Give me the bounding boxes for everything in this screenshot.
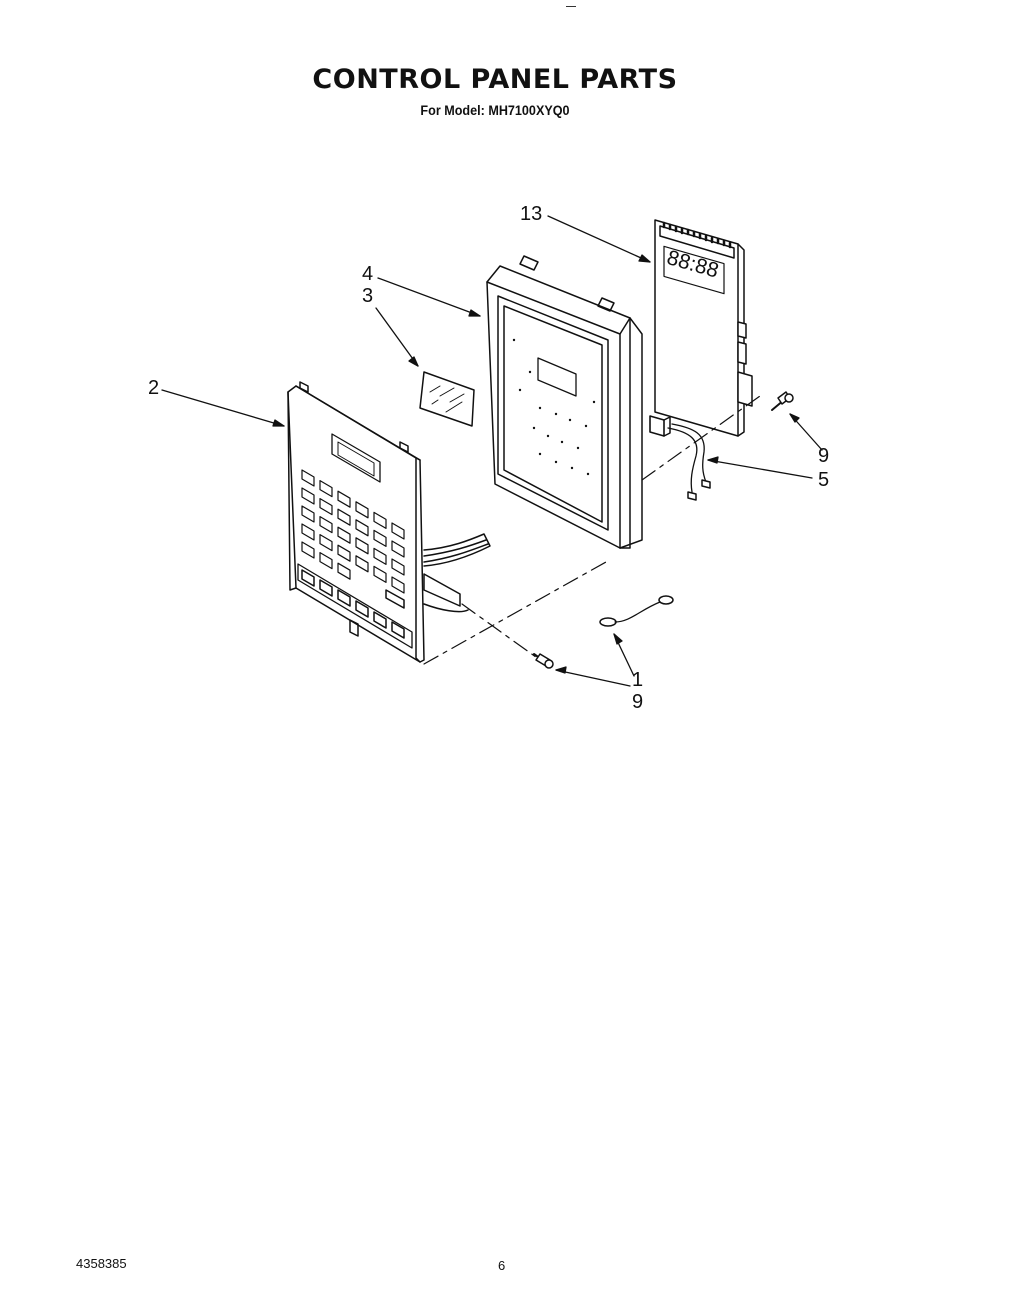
callout-1: 1 [632,669,644,691]
keypad-buttons [301,469,405,594]
page-number: 6 [498,1258,506,1273]
keypad-key [337,562,351,580]
keypad-key [301,523,315,541]
model-subtitle: For Model: MH7100XYQ0 [420,102,570,118]
callout-9-upper: 9 [818,445,830,467]
part-13-control-board: 88:88 [649,219,753,501]
keypad-key [355,555,369,573]
keypad-key [355,537,369,555]
document-code: 4358385 [76,1256,127,1271]
keypad-key [337,526,351,544]
assembly-guide-lines [423,395,761,665]
keypad-key [337,508,351,526]
part-1-ground-wire [599,595,674,627]
part-3-display-lens [419,371,475,427]
frame-holes [512,338,596,476]
keypad-key [355,501,369,519]
keypad-key [373,547,387,565]
keypad-key [373,529,387,547]
keypad-key [319,480,333,498]
keypad-key [301,487,315,505]
part-9-screw-lower [533,653,554,669]
keypad-key [373,511,387,529]
keypad-key [301,505,315,523]
part-4-panel-frame [486,255,643,549]
keypad-key [319,534,333,552]
callout-5: 5 [818,469,830,491]
callout-13: 13 [520,203,543,225]
leader-lines [161,215,823,687]
page-top-mark [566,0,576,7]
keypad-key [319,498,333,516]
callout-9-lower: 9 [632,691,644,713]
keypad-key [391,522,405,540]
callout-3: 3 [362,285,374,307]
keypad-key [391,540,405,558]
keypad-key [319,516,333,534]
keypad-key [391,558,405,576]
page-title: CONTROL PANEL PARTS [312,64,678,95]
keypad-key [301,541,315,559]
callout-4: 4 [362,263,374,285]
keypad-key [373,565,387,583]
keypad-key [391,576,405,594]
callout-2: 2 [148,377,160,399]
keypad-key [319,552,333,570]
board-connector [659,221,735,259]
keypad-key [337,490,351,508]
keypad-key [355,519,369,537]
keypad-key [337,544,351,562]
part-2-keypad-panel [287,381,491,663]
keypad-key [301,469,315,487]
part-9-screw-upper [771,391,794,411]
